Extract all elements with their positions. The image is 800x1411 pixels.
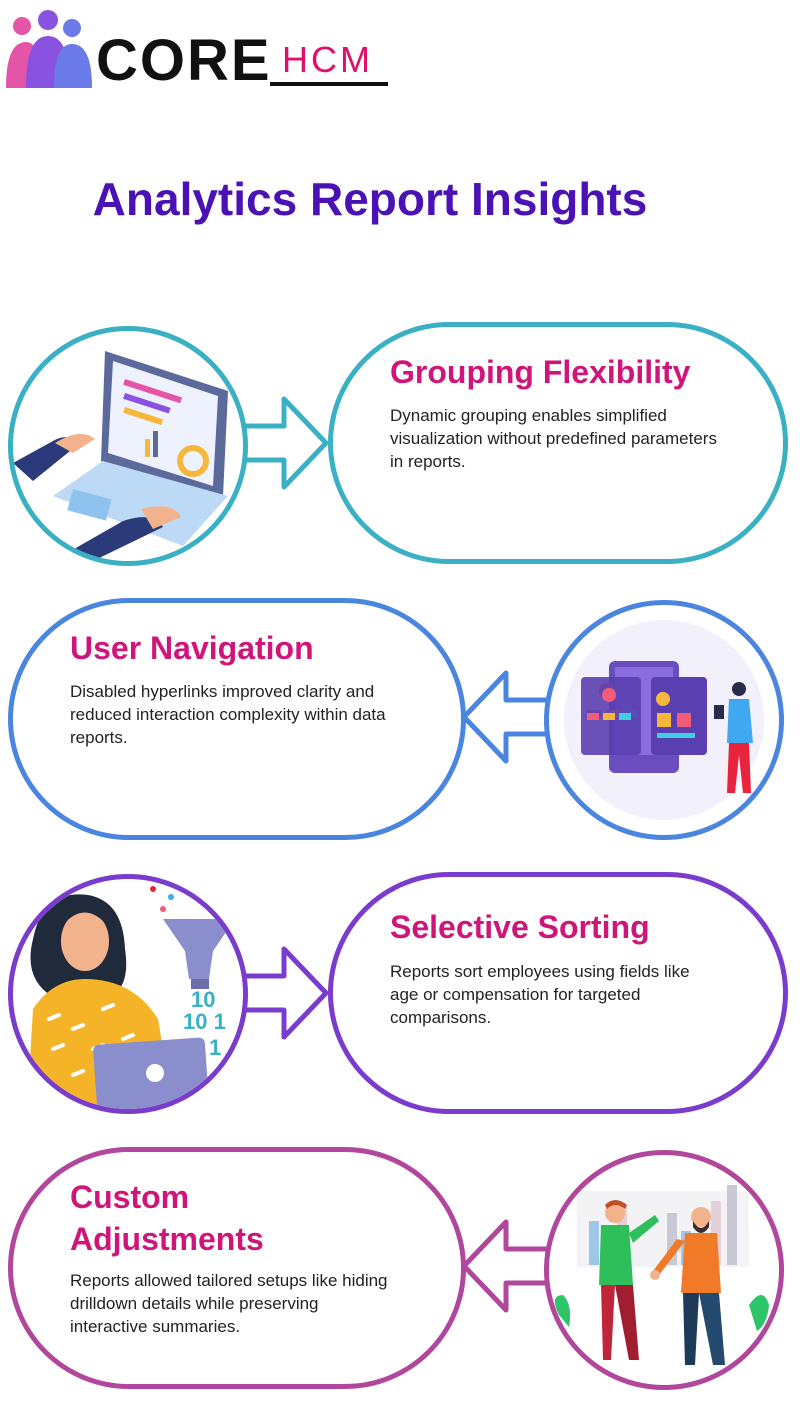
arrow-right-icon [234, 946, 329, 1040]
logo-word-hcm: HCM [282, 39, 373, 80]
binary-digits-1: 10 [191, 987, 216, 1012]
arrow-left-icon [461, 1219, 556, 1313]
ab-screens-icon [564, 620, 764, 820]
section-heading: Selective Sorting [390, 909, 650, 945]
section-text: Disabled hyperlinks improved clarity and… [70, 682, 386, 747]
section-heading: Grouping Flexibility [390, 354, 691, 390]
illustration-circle [544, 1150, 784, 1390]
illustration-circle: 10 10 1 1 [8, 874, 248, 1114]
binary-digits-2: 10 1 [183, 1009, 226, 1034]
info-pill: Grouping Flexibility Dynamic grouping en… [328, 322, 788, 564]
logo: CORE HCM [0, 0, 400, 100]
illustration-circle [8, 326, 248, 566]
section-heading: User Navigation [70, 630, 314, 666]
section-text: Dynamic grouping enables simplified visu… [390, 406, 717, 471]
section-text: Reports sort employees using fields like… [390, 962, 690, 1027]
logo-word-core: CORE [96, 28, 272, 93]
laptop-analytics-icon [13, 351, 228, 561]
logo-underline [270, 82, 388, 86]
handshake-icon [554, 1185, 769, 1365]
page-title: Analytics Report Insights [92, 173, 648, 225]
arrow-right-icon [234, 396, 329, 490]
woman-funnel-icon [27, 884, 235, 1109]
section-heading: Custom Adjustments [70, 1179, 264, 1257]
info-pill: User Navigation Disabled hyperlinks impr… [8, 598, 466, 840]
illustration-circle [544, 600, 784, 840]
binary-digits-3: 1 [209, 1035, 222, 1060]
info-pill: Custom Adjustments Reports allowed tailo… [8, 1147, 466, 1389]
section-text: Reports allowed tailored setups like hid… [70, 1271, 388, 1336]
logo-people-icon [6, 10, 92, 88]
info-pill: Selective Sorting Reports sort employees… [328, 872, 788, 1114]
arrow-left-icon [461, 670, 556, 764]
